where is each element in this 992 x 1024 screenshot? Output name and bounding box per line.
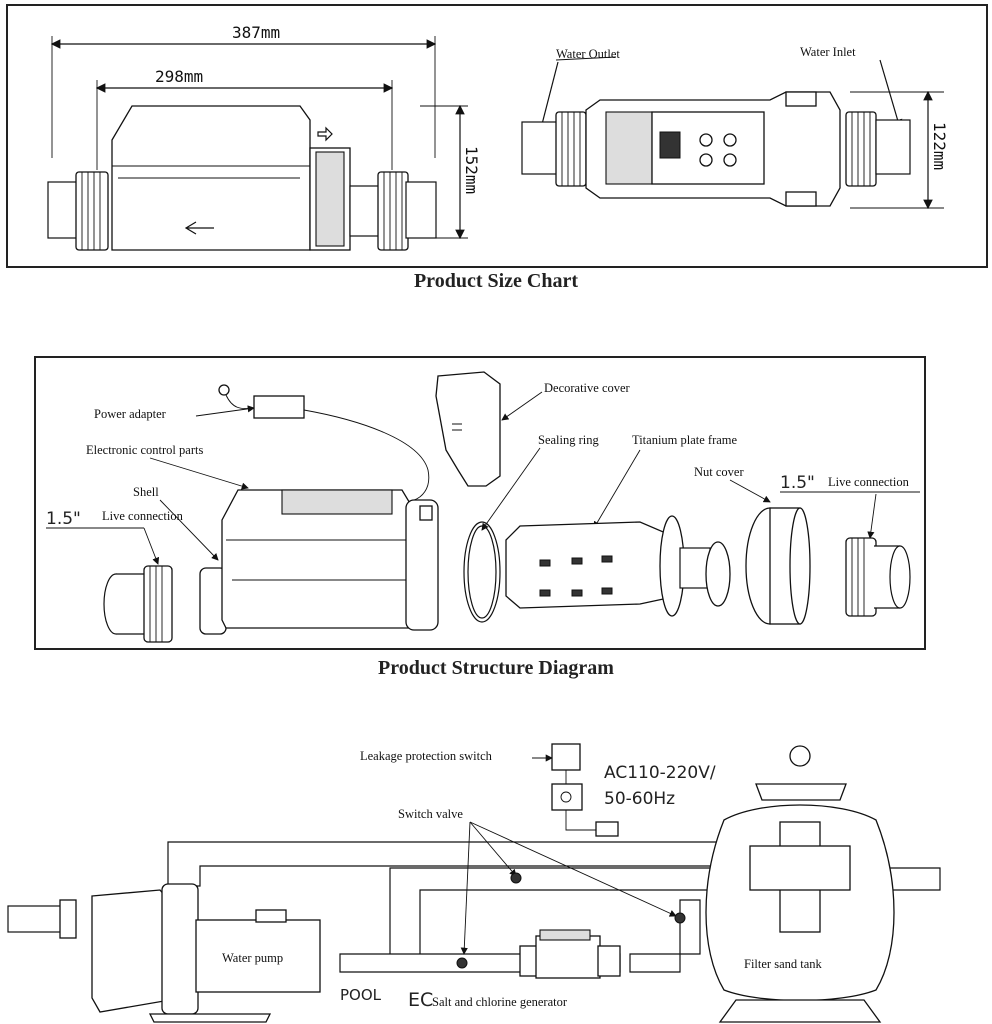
live-connection-right-label: Live connection [828, 475, 910, 489]
generator-label: Salt and chlorine generator [432, 995, 568, 1009]
water-pump-label: Water pump [222, 951, 283, 965]
decorative-cover-label: Decorative cover [544, 381, 631, 395]
sealing-ring-label: Sealing ring [538, 433, 600, 447]
side-view-heater: 387mm 298mm 152mm [47, 23, 481, 251]
structure-caption: Product Structure Diagram [378, 657, 614, 679]
sealing-ring [463, 521, 501, 623]
installation-diagram: Leakage protection switch AC110-220V/ 50… [7, 743, 941, 1023]
size-chart-caption: Product Size Chart [413, 270, 579, 292]
dim-label-152: 152mm [462, 146, 481, 194]
dim-label-387: 387mm [232, 23, 280, 42]
nut-cover-label: Nut cover [694, 465, 744, 479]
power-adapter-label: Power adapter [94, 407, 167, 421]
dim-label-298: 298mm [155, 67, 203, 86]
live-size-right: 1.5" [780, 473, 815, 493]
ec-label: EC [408, 989, 433, 1011]
dim-label-122: 122mm [930, 122, 949, 170]
frequency-label: 50-60Hz [604, 789, 675, 809]
power-adapter [253, 395, 305, 419]
structure-parts: Power adapter Electronic control parts S… [46, 371, 920, 643]
water-inlet-label: Water Inlet [800, 45, 856, 59]
shell-label: Shell [133, 485, 159, 499]
water-outlet-label: Water Outlet [556, 47, 620, 61]
filter-tank-label: Filter sand tank [744, 957, 823, 971]
titanium-frame-label: Titanium plate frame [632, 433, 738, 447]
pool-label: POOL [340, 986, 382, 1004]
electronic-control-label: Electronic control parts [86, 443, 203, 457]
power-socket [551, 783, 583, 811]
titanium-frame [505, 521, 669, 609]
live-connection-left-label: Live connection [102, 509, 184, 523]
water-pump-motor [195, 919, 321, 993]
top-view-heater: Water Outlet Water Inlet 122mm [521, 45, 949, 210]
voltage-label: AC110-220V/ [604, 763, 716, 783]
decorative-cover [435, 371, 501, 487]
switch-valve-label: Switch valve [398, 807, 463, 821]
pump-housing [91, 889, 171, 1013]
leakage-switch [551, 743, 581, 771]
leakage-switch-label: Leakage protection switch [360, 749, 493, 763]
plug [218, 384, 230, 396]
live-size-left: 1.5" [46, 509, 81, 529]
salt-chlorine-generator [535, 935, 601, 979]
